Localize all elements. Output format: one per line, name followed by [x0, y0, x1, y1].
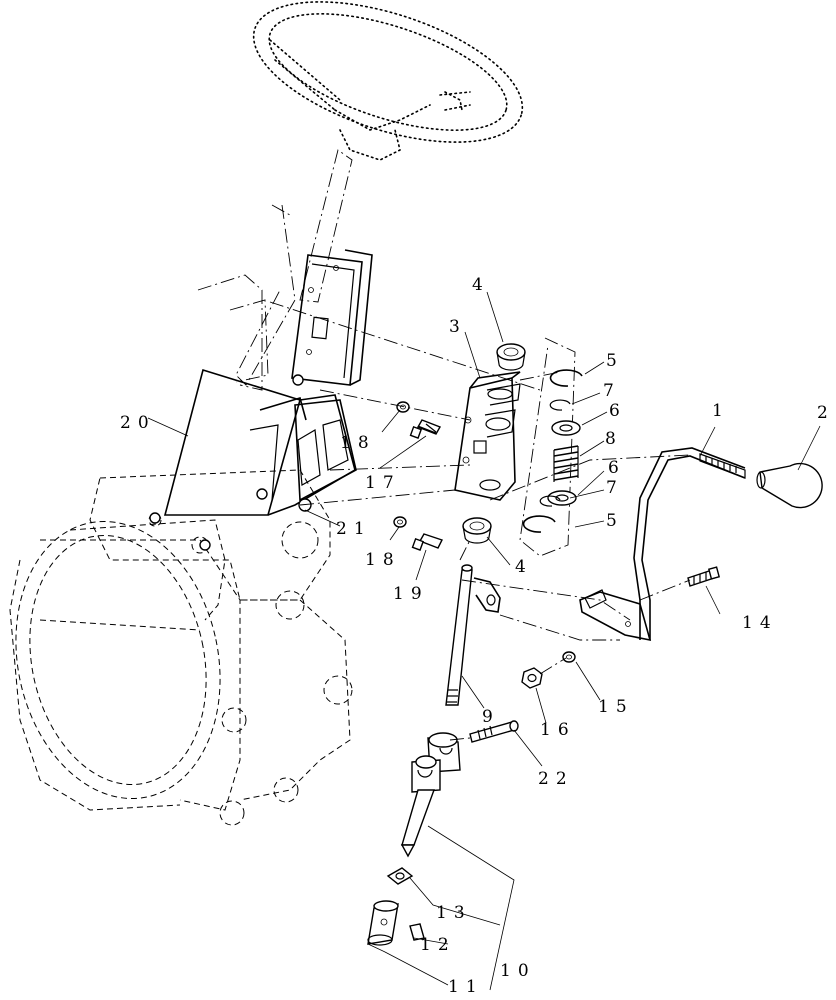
- callout-14: 14: [742, 613, 778, 633]
- steering-wheel-ref: [252, 1, 524, 161]
- callout-21: 21: [336, 519, 372, 539]
- shift-lever-1: [579, 447, 746, 642]
- callout-6-bottom: 6: [608, 458, 626, 478]
- bushing-4-bottom: [462, 517, 492, 544]
- washer-6-bottom: [547, 490, 577, 506]
- callout-8: 8: [605, 429, 623, 449]
- bushing-4-top: [496, 343, 526, 371]
- callout-3: 3: [449, 317, 467, 337]
- callout-2: 2: [817, 403, 835, 423]
- nut-16: [521, 667, 543, 689]
- callout-6-top: 6: [609, 401, 627, 421]
- callout-10: 10: [500, 961, 536, 981]
- callout-4-top: 4: [472, 275, 490, 295]
- callout-5-top: 5: [606, 351, 624, 371]
- callout-16: 16: [540, 720, 576, 740]
- yoke-11: [367, 900, 399, 946]
- clip-7-bottom: [539, 495, 561, 507]
- callout-12: 12: [420, 935, 456, 955]
- leader-lines: [147, 291, 821, 991]
- callout-17: 17: [365, 473, 401, 493]
- pin-22: [469, 720, 519, 743]
- callout-15: 15: [598, 697, 634, 717]
- callout-labels: 1 2 3 4 4 5 5 6 6 7 7 8 9 10 11 12 13 14…: [120, 275, 835, 997]
- clip-7-top: [549, 399, 571, 411]
- universal-joint: [411, 732, 461, 793]
- callout-1: 1: [712, 401, 730, 421]
- steering-shaft-10: [400, 789, 435, 858]
- spring-8: [553, 445, 579, 482]
- knob-2: [756, 462, 823, 509]
- lock-washer-18-lower: [393, 516, 407, 528]
- shift-bracket-3: [454, 371, 521, 501]
- callout-9: 9: [482, 707, 500, 727]
- callout-18-upper: 18: [340, 433, 376, 453]
- callout-11: 11: [448, 977, 484, 997]
- shift-shaft-9: [445, 564, 501, 706]
- alignment-lines: [269, 301, 691, 741]
- steering-column-ref: [197, 149, 353, 391]
- column-support-20: [163, 368, 357, 516]
- callout-7-bottom: 7: [606, 478, 624, 498]
- washer-13: [386, 867, 414, 885]
- callout-19: 19: [393, 584, 429, 604]
- callout-7-top: 7: [603, 381, 621, 401]
- transmission-housing-ref: [9, 469, 353, 826]
- snap-ring-5-top: [549, 369, 583, 387]
- callout-13: 13: [436, 903, 472, 923]
- snap-ring-5-bottom: [522, 515, 556, 533]
- bolt-14: [687, 566, 721, 587]
- callout-4-bottom: 4: [515, 557, 533, 577]
- callout-20: 20: [120, 413, 156, 433]
- column-mount-bracket: [291, 249, 373, 386]
- bolt-17: [409, 419, 442, 439]
- bolt-19: [411, 533, 443, 551]
- washer-6-top: [551, 420, 581, 436]
- washer-15: [562, 651, 576, 663]
- callout-22: 22: [538, 769, 574, 789]
- callout-18-lower: 18: [365, 550, 401, 570]
- roll-pin-12: [409, 923, 425, 941]
- callout-5-bottom: 5: [606, 511, 624, 531]
